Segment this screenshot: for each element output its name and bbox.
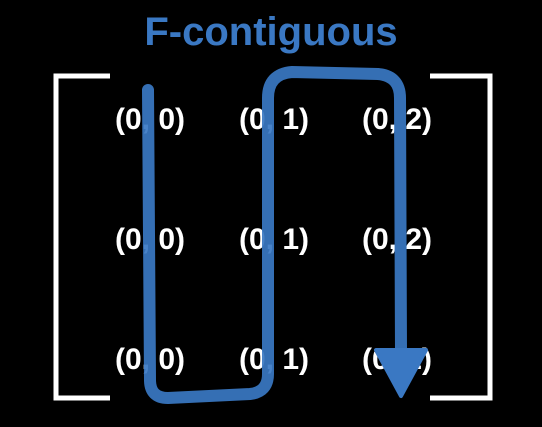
matrix-cell-r2-c1: (0, 1) <box>238 343 310 376</box>
matrix-cell-r1-c1: (0, 1) <box>238 223 310 256</box>
matrix-cell-r1-c2: (0, 2) <box>361 223 433 256</box>
matrix-cell-r2-c0: (0, 0) <box>114 343 186 376</box>
matrix-cell-r2-c2: (0, 2) <box>361 343 433 376</box>
diagram-title: F-contiguous <box>144 10 398 54</box>
matrix-cell-r0-c0: (0, 0) <box>114 103 186 136</box>
matrix-cell-r0-c1: (0, 1) <box>238 103 310 136</box>
matrix-cell-r1-c0: (0, 0) <box>114 223 186 256</box>
matrix-cell-r0-c2: (0, 2) <box>361 103 433 136</box>
